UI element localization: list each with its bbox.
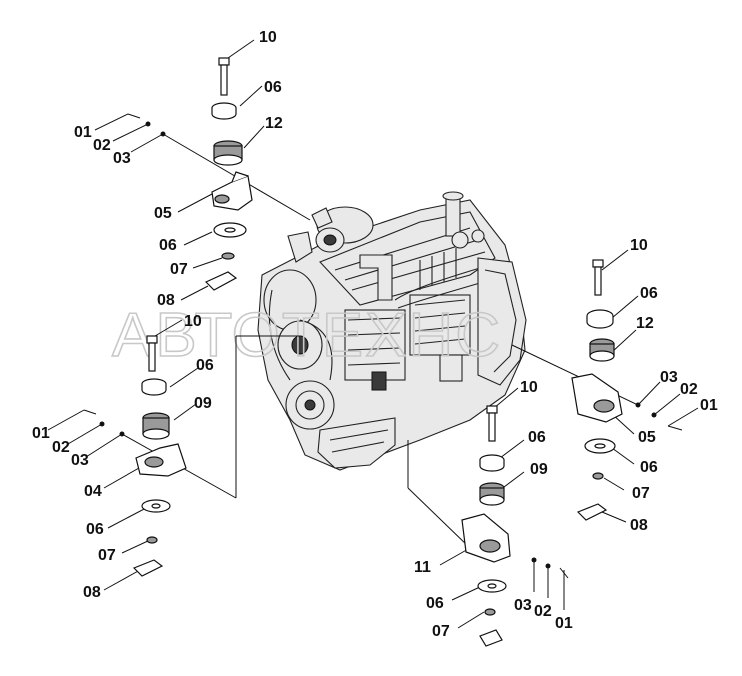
callout-label: 04 (84, 483, 102, 500)
callout-label: 03 (660, 369, 678, 386)
callout-label: 09 (530, 461, 548, 478)
callout-label: 06 (86, 521, 104, 538)
nut-07 (592, 472, 604, 480)
callout-label: 02 (680, 381, 698, 398)
callout-label: 07 (432, 623, 450, 640)
mount-stack-bottom (461, 405, 569, 647)
bolt-10 (592, 259, 604, 296)
rubber-mount-09 (142, 412, 170, 440)
bolt-10 (486, 405, 498, 442)
bolt-small-01-02-03 (635, 402, 683, 431)
engine-assembly (257, 191, 527, 471)
callout-label: 05 (638, 429, 656, 446)
washer-06 (586, 309, 614, 329)
washer-06-lower (584, 438, 616, 454)
plate-08 (132, 559, 164, 577)
callout-label: 08 (83, 584, 101, 601)
callout-labels: 10 06 12 01 02 03 05 06 07 08 10 06 09 0… (32, 29, 718, 640)
mount-stack-mid-left (83, 335, 187, 577)
leader-lines (47, 39, 699, 629)
callout-label: 07 (170, 261, 188, 278)
callout-label: 02 (93, 137, 111, 154)
callout-label: 06 (196, 357, 214, 374)
callout-label: 11 (414, 559, 431, 576)
plate-08 (479, 629, 503, 647)
washer-06-lower (141, 499, 171, 513)
bracket-11 (461, 513, 511, 563)
nut-07 (484, 608, 496, 616)
callout-label: 02 (534, 603, 552, 620)
callout-label: 03 (113, 150, 131, 167)
callout-label: 01 (74, 124, 92, 141)
callout-label: 06 (264, 79, 282, 96)
bolt-small-01-02-03 (127, 113, 166, 137)
callout-label: 12 (636, 315, 654, 332)
mount-stack-right (571, 259, 683, 521)
plate-08 (576, 503, 608, 521)
callout-label: 03 (514, 597, 532, 614)
callout-label: 10 (630, 237, 648, 254)
bolt-10 (218, 57, 230, 96)
callout-label: 12 (265, 115, 283, 132)
callout-label: 10 (520, 379, 538, 396)
callout-label: 01 (555, 615, 573, 632)
rubber-mount-12 (589, 338, 615, 362)
callout-label: 08 (630, 517, 648, 534)
callout-label: 10 (259, 29, 277, 46)
rubber-mount-09 (479, 482, 505, 506)
rubber-mount-12 (213, 140, 243, 166)
bolt-small-01-02-03 (531, 557, 569, 579)
callout-label: 06 (528, 429, 546, 446)
callout-label: 01 (700, 397, 718, 414)
nut-07 (221, 252, 235, 260)
mount-stack-top-left (127, 57, 253, 291)
callout-label: 06 (426, 595, 444, 612)
callout-label: 01 (32, 425, 50, 442)
washer-06 (211, 102, 237, 120)
callout-label: 07 (632, 485, 650, 502)
callout-label: 09 (194, 395, 212, 412)
watermark-text: АВТОТЕХНС (112, 301, 502, 370)
callout-label: 08 (157, 292, 175, 309)
washer-06 (479, 454, 505, 472)
washer-06 (141, 378, 167, 396)
bracket-05 (211, 171, 253, 211)
callout-label: 07 (98, 547, 116, 564)
callout-label: 06 (640, 459, 658, 476)
callout-label: 03 (71, 452, 89, 469)
callout-label: 02 (52, 439, 70, 456)
callout-label: 06 (159, 237, 177, 254)
bracket-04 (135, 443, 187, 477)
bolt-small-01-02-03 (83, 409, 125, 437)
callout-label: 06 (640, 285, 658, 302)
callout-label: 10 (184, 313, 202, 330)
washer-06-lower (213, 222, 247, 238)
callout-label: 05 (154, 205, 172, 222)
washer-06-lower (477, 579, 507, 593)
bolt-10 (146, 335, 158, 372)
plate-08 (204, 271, 238, 291)
nut-07 (146, 536, 158, 544)
bracket-05 (571, 373, 623, 423)
